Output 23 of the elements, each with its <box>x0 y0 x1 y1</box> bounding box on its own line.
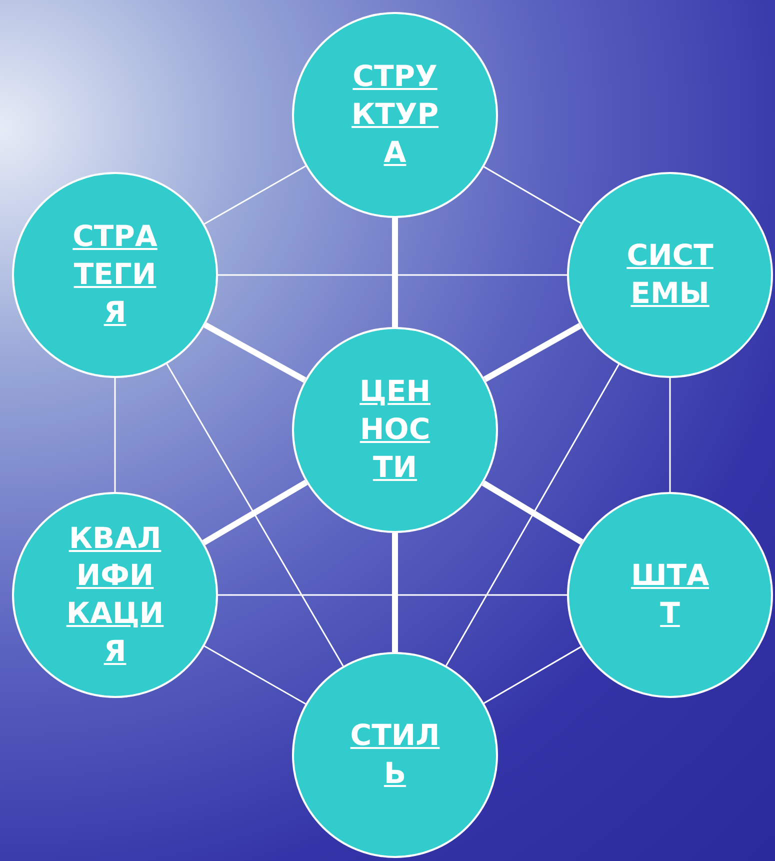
connector-line <box>218 274 567 276</box>
node-label: ШТАТ <box>630 557 710 632</box>
connector-line <box>669 378 671 492</box>
connector-line <box>392 218 398 327</box>
connector-line <box>166 364 344 666</box>
node-label: СТРУКТУРА <box>350 58 440 171</box>
connector-line <box>114 378 116 492</box>
node-label: СИСТЕМЫ <box>626 237 714 312</box>
node-label: КВАЛИФИКАЦИЯ <box>65 520 165 670</box>
connector-line <box>392 533 398 652</box>
node-label: ЦЕННОСТИ <box>358 373 432 486</box>
connector-line <box>218 594 567 596</box>
connector-line <box>204 645 306 705</box>
connector-line <box>482 480 584 545</box>
connector-line <box>202 480 308 546</box>
connector-line <box>484 166 582 224</box>
connector-line <box>483 322 582 382</box>
node-label: СТРАТЕГИЯ <box>72 218 158 331</box>
node-label: СТИЛЬ <box>349 717 441 792</box>
connector-line <box>446 364 620 666</box>
connector-line <box>204 165 306 225</box>
connector-line <box>484 646 582 704</box>
connector-line <box>204 322 306 383</box>
